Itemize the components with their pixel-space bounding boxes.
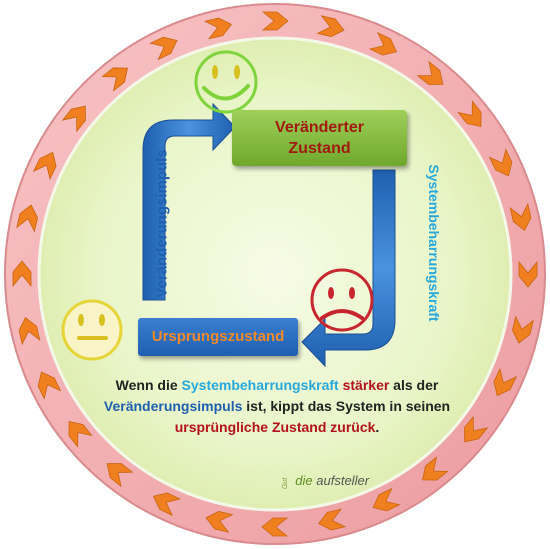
caption-impulse: Veränderungsimpuls	[103, 398, 243, 414]
chevron-arrow-icon	[18, 317, 41, 346]
caption-text: Wenn die Systembeharrungskraft stärker a…	[92, 375, 462, 438]
chevron-arrow-icon	[261, 517, 289, 537]
brand-prefix: Gut	[282, 477, 290, 490]
chevron-arrow-icon	[261, 11, 289, 31]
chevron-arrow-icon	[101, 67, 128, 92]
chevron-arrow-icon	[37, 371, 62, 400]
inertia-arrow	[301, 169, 396, 368]
chevron-arrow-icon	[149, 36, 178, 61]
chevron-arrow-icon	[518, 260, 538, 288]
chevron-arrow-icon	[106, 463, 134, 488]
chevron-arrow-icon	[12, 260, 32, 288]
change-impulse-label: Veränderungsimpuls	[153, 149, 171, 298]
changed-state-box: Veränderter Zustand	[232, 110, 407, 166]
chevron-arrow-icon	[368, 31, 398, 56]
chevron-arrow-icon	[512, 315, 534, 344]
chevron-arrow-icon	[32, 151, 57, 181]
chevron-arrow-icon	[61, 105, 86, 133]
caption-inertia: Systembeharrungskraft	[181, 377, 339, 393]
chevron-arrow-icon	[16, 204, 38, 233]
happy-face-icon	[194, 50, 258, 114]
chevron-arrow-icon	[416, 60, 444, 85]
caption-part: Wenn die	[115, 377, 182, 393]
chevron-arrow-icon	[493, 367, 518, 397]
caption-part: ist, kippt das System in seinen	[242, 398, 451, 414]
chevron-arrow-icon	[488, 148, 513, 177]
chevron-arrow-icon	[203, 17, 232, 40]
chevron-arrow-icon	[205, 511, 234, 533]
original-state-box: Ursprungszustand	[138, 318, 298, 356]
chevron-arrow-icon	[457, 100, 482, 127]
inertia-label: Systembeharrungskraft	[426, 164, 442, 322]
brand-rest: aufsteller	[312, 473, 370, 488]
neutral-face-icon	[61, 299, 123, 361]
sad-face-icon	[310, 268, 374, 332]
chevron-arrow-icon	[68, 421, 93, 448]
chevron-ring	[12, 11, 538, 537]
chevron-arrow-icon	[316, 15, 345, 37]
caption-part: als der	[389, 377, 439, 393]
brand-die: die	[295, 473, 313, 488]
changed-state-line2: Zustand	[288, 140, 351, 157]
chevron-arrow-icon	[152, 492, 182, 517]
chevron-arrow-icon	[372, 487, 401, 512]
chevron-arrow-icon	[422, 456, 449, 481]
changed-state-line1: Veränderter	[275, 119, 364, 136]
chevron-arrow-icon	[509, 202, 532, 231]
caption-part: .	[375, 419, 380, 435]
chevron-arrow-icon	[464, 415, 489, 443]
caption-stronger: stärker	[342, 377, 390, 393]
chevron-arrow-icon	[318, 508, 347, 531]
change-impulse-arrow	[142, 102, 236, 301]
caption-return: ursprüngliche Zustand zurück	[174, 419, 376, 435]
